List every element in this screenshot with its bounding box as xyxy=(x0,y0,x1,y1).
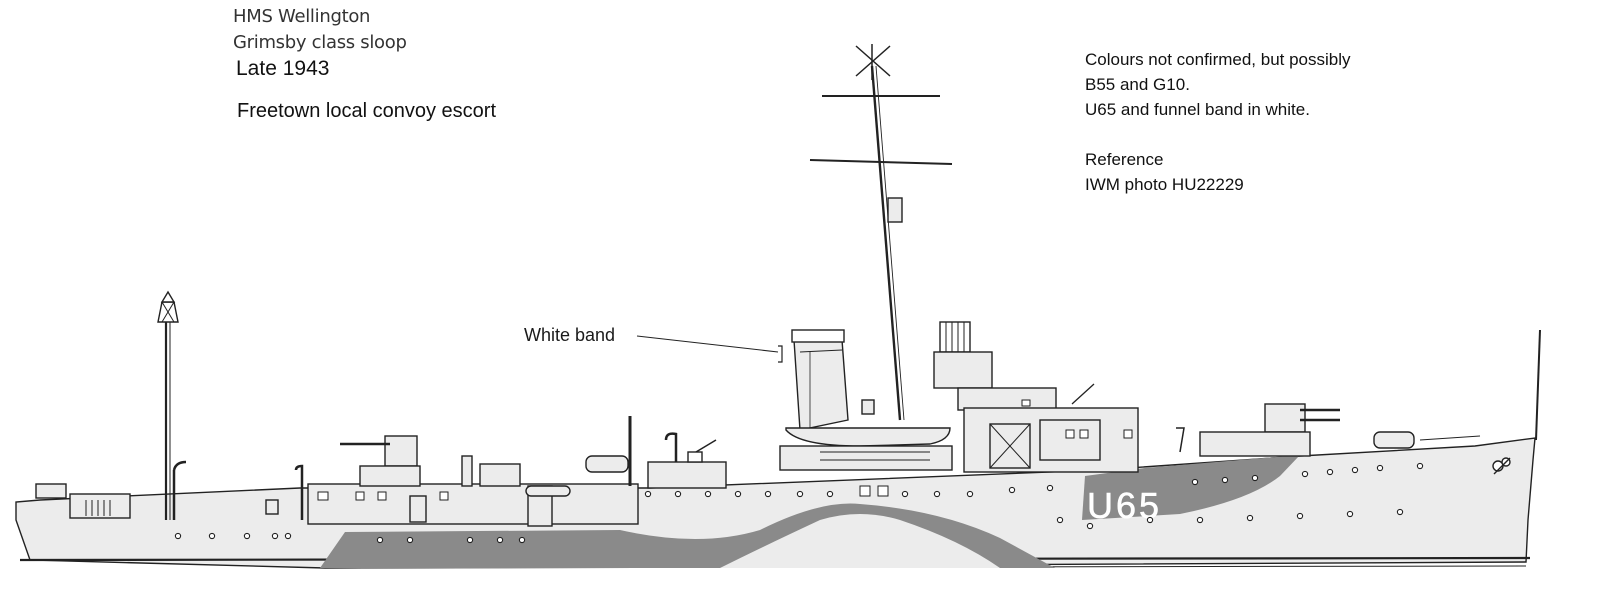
forward-gun-shield xyxy=(1264,403,1306,433)
funnel xyxy=(793,339,849,431)
lower-yard xyxy=(809,159,953,165)
reference-text: IWM photo HU22229 xyxy=(1085,175,1244,194)
bridge-top xyxy=(933,351,993,389)
aft-gun-base xyxy=(359,465,421,487)
aft-liferaft xyxy=(585,455,629,473)
white-band-leader-line xyxy=(636,335,779,353)
foremast xyxy=(870,65,902,421)
bridge-deck xyxy=(957,387,1057,411)
white-band-bracket xyxy=(778,345,783,363)
capstan xyxy=(1373,431,1415,449)
colour-note-line: Colours not confirmed, but possibly xyxy=(1085,50,1351,69)
stern-deckhouse xyxy=(69,493,131,519)
colour-note-line: U65 and funnel band in white. xyxy=(1085,100,1310,119)
period-label: Late 1943 xyxy=(236,57,330,80)
ship-name: HMS Wellington xyxy=(233,6,371,27)
masthead-aerial xyxy=(855,44,891,80)
anchor-icon xyxy=(1492,457,1511,475)
service-label: Freetown local convoy escort xyxy=(237,100,497,122)
stern-depth-charge-rack xyxy=(35,483,67,499)
aft-carley-float xyxy=(525,485,571,497)
white-band-label: White band xyxy=(524,325,616,345)
colour-note-line: B55 and G10. xyxy=(1085,75,1190,94)
waist-deckhouse xyxy=(647,461,727,489)
jackstaff xyxy=(1535,329,1541,441)
radar-lantern xyxy=(887,197,903,223)
stern-rails xyxy=(85,500,111,516)
aft-superstructure xyxy=(307,483,639,525)
ships-boat xyxy=(785,427,951,447)
reference-block: Reference IWM photo HU22229 xyxy=(1085,147,1244,197)
reference-heading: Reference xyxy=(1085,150,1164,169)
portholes xyxy=(174,462,1424,544)
aft-gun-shield xyxy=(384,435,418,467)
forward-gun-deckhouse xyxy=(1199,431,1311,457)
colour-notes: Colours not confirmed, but possibly B55 … xyxy=(1085,47,1351,122)
funnel-white-band xyxy=(791,329,845,343)
ship-class: Grimsby class sloop xyxy=(233,32,407,53)
camouflage-light-wave xyxy=(720,514,1000,568)
director-tower xyxy=(939,321,971,353)
